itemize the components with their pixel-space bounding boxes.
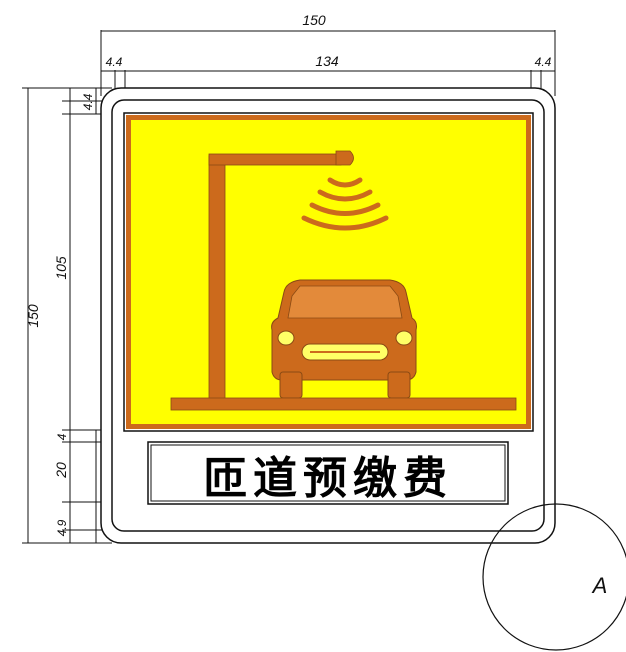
dim-inner-width: 134: [315, 53, 339, 69]
car-icon: [271, 279, 417, 399]
signal-waves-icon: [301, 177, 389, 231]
text-band-frame: [147, 441, 509, 505]
text-band-inner: [150, 444, 506, 502]
dim-overall-width: 150: [302, 12, 326, 28]
dim-margin-left: 4.4: [106, 55, 123, 69]
detail-label: A: [591, 573, 608, 598]
detail-circle: [482, 503, 626, 651]
dim-margin-right: 4.4: [535, 55, 552, 69]
dim-text-band: 20: [53, 462, 69, 479]
dim-overall-height: 150: [25, 304, 41, 328]
dim-top-margin: 4.4: [81, 93, 95, 110]
sign-text: 匝道预缴费: [203, 452, 453, 504]
dim-bottom-margin: 4.9: [55, 519, 69, 536]
dim-panel-height: 105: [53, 256, 69, 280]
sign-inner-border: [111, 99, 545, 532]
dim-gap: 4: [55, 433, 69, 440]
ground-line: [170, 397, 517, 411]
gantry-symbol: [208, 150, 354, 401]
